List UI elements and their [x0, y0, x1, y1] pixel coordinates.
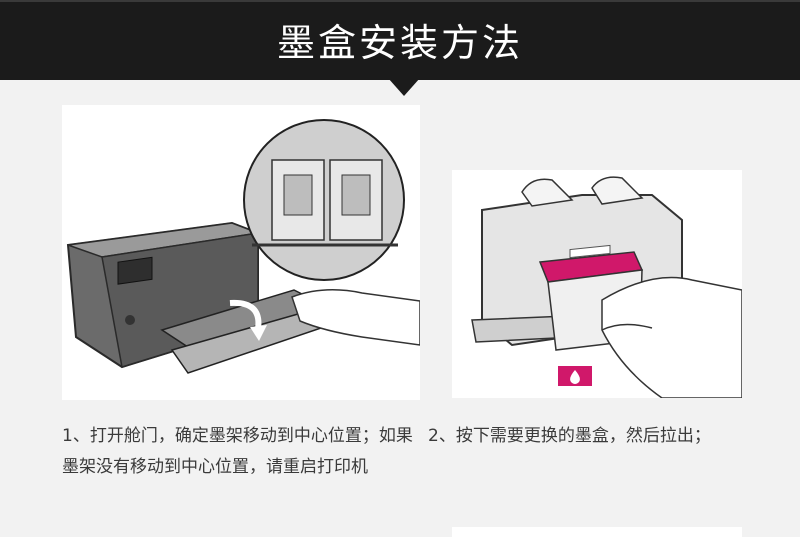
step-2-image [452, 170, 742, 398]
cartridge-illustration [471, 176, 742, 398]
step-3-image-partial [452, 527, 742, 537]
step-2-caption: 2、按下需要更换的墨盒，然后拉出； [428, 426, 711, 446]
header-bar: 墨盒安装方法 [0, 0, 800, 80]
step-1-caption: 1、打开舱门，确定墨架移动到中心位置；如果墨架没有移动到中心位置，请重启打印机 [62, 426, 413, 477]
header-pointer [388, 78, 420, 96]
page-title: 墨盒安装方法 [276, 21, 523, 65]
step-1-image [62, 105, 420, 400]
printer-illustration [66, 119, 420, 374]
droplet-icon [558, 366, 592, 386]
